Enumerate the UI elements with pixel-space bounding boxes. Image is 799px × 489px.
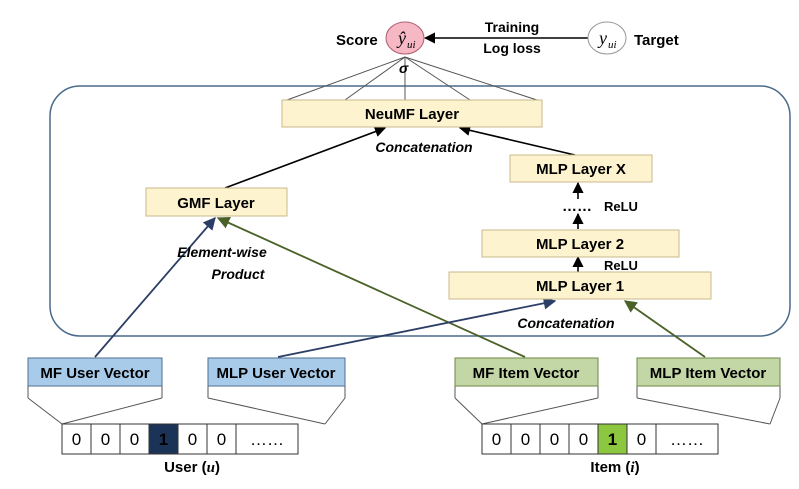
score-subscript: ui [407,39,416,51]
user-cell-value: 1 [159,430,168,449]
score-symbol: ŷ [396,28,406,48]
mlp-item-vector-box [636,357,781,387]
item-cell-box [626,423,657,455]
target-node [587,21,627,55]
relu-top-label: ReLU [604,199,638,214]
sigma-label: σ [399,60,409,76]
item-input-fan [454,386,781,425]
concat-bottom-label: Concatenation [517,315,614,331]
user-cell-value: 0 [188,430,197,449]
mlp-dots: …… [562,198,592,215]
user-cell-value: 0 [130,430,139,449]
mlp-layer-1-box [448,271,712,300]
arrow-mlp-user-to-mlp1 [277,297,557,358]
mlp-layer-x-label: MLP Layer X [536,161,626,178]
mlp-user-vector-box [207,357,346,387]
mlp-user-vector-label: MLP User Vector [217,365,336,382]
arrow-mlpx-to-neumf [458,124,576,156]
user-cell-box [90,423,121,455]
arrow-gmf-to-neumf [224,126,387,189]
mf-user-vector-label: MF User Vector [40,365,149,382]
item-cell-box [481,423,512,455]
element-wise-label: Element-wise [177,244,267,260]
score-node [385,21,425,55]
item-cell-value: …… [670,430,704,449]
target-label: Target [634,32,679,49]
arrow-mf-user-to-gmf [94,217,216,358]
item-cell-box [510,423,541,455]
product-label: Product [212,266,266,282]
item-cell-value: 0 [521,430,530,449]
gmf-layer-box [145,187,288,217]
user-cell-value: 0 [217,430,226,449]
mf-user-vector-box [27,357,163,387]
target-subscript: ui [608,39,617,51]
score-label: Score [336,32,378,49]
mlp-item-vector-label: MLP Item Vector [650,365,767,382]
neumf-layer-box [281,99,543,128]
gmf-layer-label: GMF Layer [177,195,255,212]
mlp-layer-2-label: MLP Layer 2 [536,236,624,253]
item-cell-box [539,423,570,455]
item-cell-value: 0 [579,430,588,449]
mf-item-vector-label: MF Item Vector [473,365,580,382]
user-cell-value: 0 [101,430,110,449]
user-cell-box [61,423,92,455]
neumf-to-score-lines [286,56,538,101]
user-cell-value: 0 [72,430,81,449]
mlp-layer-1-label: MLP Layer 1 [536,278,624,295]
user-input-fan [27,386,346,425]
mlp-layer-x-box [509,154,653,183]
user-cell-value: …… [250,430,284,449]
item-cell-value: 0 [492,430,501,449]
log-loss-label: Log loss [483,40,541,56]
arrow-mf-item-to-gmf [216,216,526,358]
mf-item-vector-box [454,357,599,387]
item-cell-box [568,423,599,455]
item-caption: Item (i) [590,459,639,476]
user-cell-box [119,423,150,455]
neumf-layer-label: NeuMF Layer [365,106,459,123]
mlp-layer-2-box [481,229,680,258]
item-cell-box [655,423,719,455]
item-cell-value: 1 [608,430,617,449]
item-cell-value: 0 [637,430,646,449]
model-frame [49,85,791,337]
concat-top-label: Concatenation [375,139,472,155]
relu-bottom-label: ReLU [604,258,638,273]
item-one-hot-vector: 0 0 0 0 1 0 …… [481,423,719,455]
target-symbol: y [597,28,607,48]
user-one-hot-vector: 0 0 0 1 0 0 …… [61,423,299,455]
training-label: Training [485,19,539,35]
user-cell-box [148,423,179,455]
item-cell-value: 0 [550,430,559,449]
user-caption: User (u) [164,459,220,476]
arrow-mlp-item-to-mlp1 [623,300,706,358]
user-cell-box [235,423,299,455]
